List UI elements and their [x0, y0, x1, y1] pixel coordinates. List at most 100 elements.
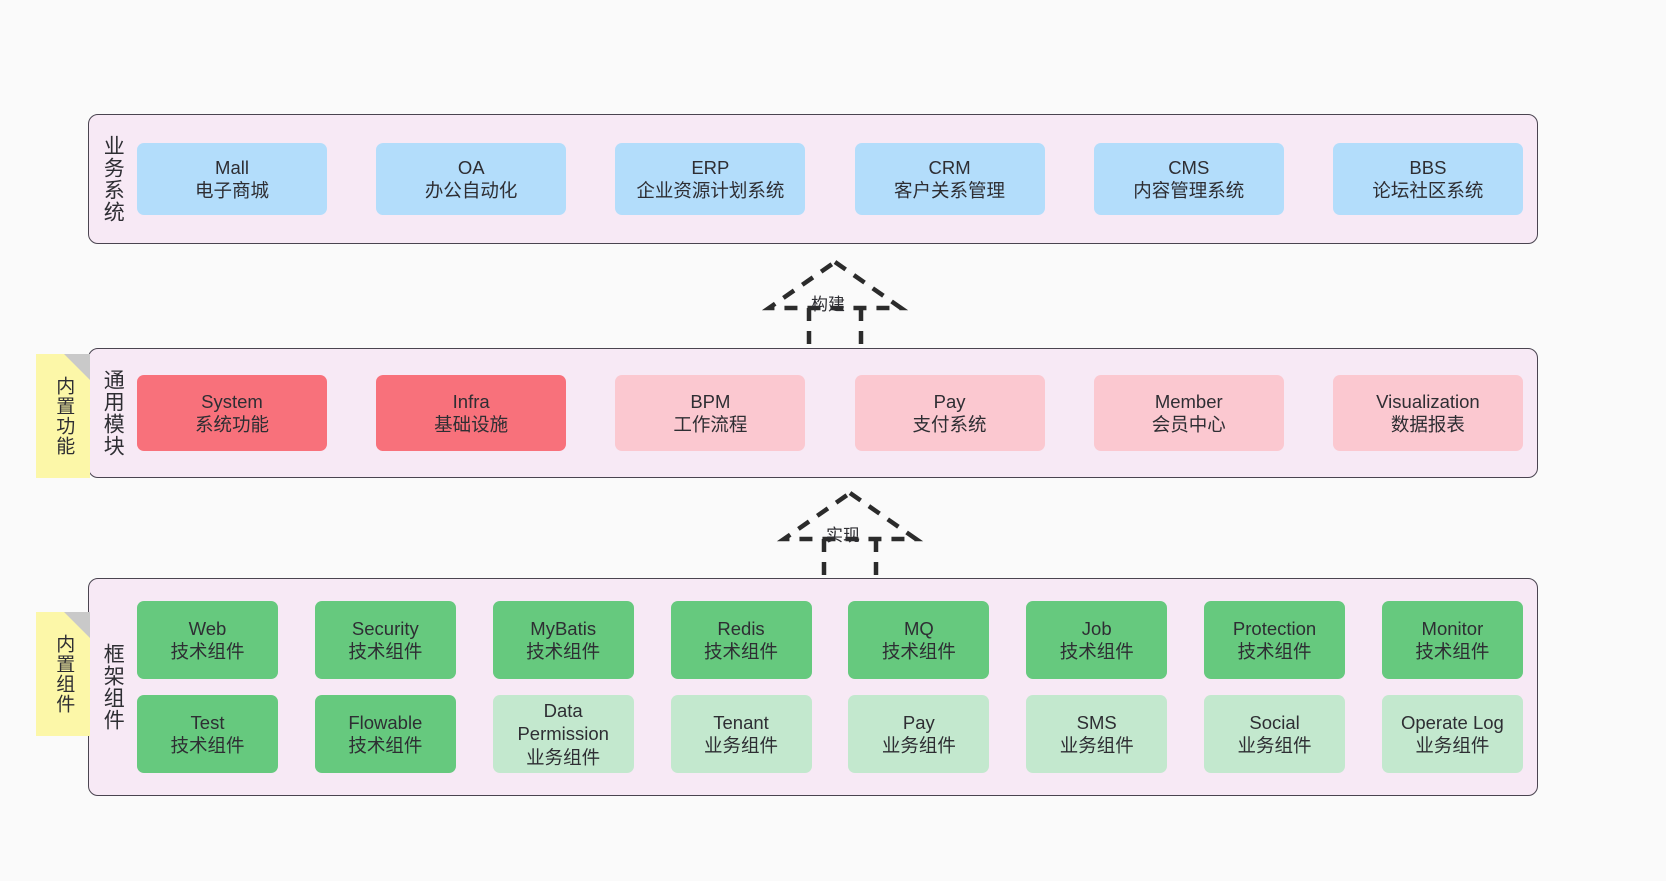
- node-subtitle: 技术组件: [1415, 641, 1490, 662]
- node-title: Data Permission: [517, 700, 609, 745]
- node-flowable[interactable]: Flowable 技术组件: [314, 695, 456, 773]
- node-tenant[interactable]: Tenant 业务组件: [670, 695, 812, 773]
- node-subtitle: 工作流程: [673, 414, 748, 435]
- node-subtitle: 系统功能: [194, 414, 269, 435]
- node-social[interactable]: Social 业务组件: [1204, 695, 1346, 773]
- node-operate-log[interactable]: Operate Log 业务组件: [1381, 695, 1523, 773]
- node-subtitle: 电子商城: [194, 180, 269, 201]
- node-title: BPM: [690, 390, 731, 412]
- node-system[interactable]: System 系统功能: [137, 375, 327, 451]
- layer-business-system[interactable]: 业务系统 Mall 电子商城 OA 办公自动化 ERP 企业资源计划系统 CRM: [88, 114, 1538, 244]
- node-title: Web: [188, 617, 227, 639]
- node-subtitle: 技术组件: [170, 641, 245, 662]
- node-title: Pay: [933, 390, 966, 412]
- node-title: Social: [1249, 711, 1300, 733]
- node-mq[interactable]: MQ 技术组件: [848, 601, 990, 679]
- node-cms[interactable]: CMS 内容管理系统: [1093, 143, 1284, 215]
- node-title: Flowable: [348, 711, 423, 733]
- node-mybatis[interactable]: MyBatis 技术组件: [492, 601, 634, 679]
- node-title: Mall: [215, 156, 249, 178]
- node-subtitle: 支付系统: [912, 414, 987, 435]
- node-subtitle: 技术组件: [1237, 641, 1312, 662]
- node-subtitle: 技术组件: [881, 641, 956, 662]
- node-subtitle: 业务组件: [1415, 735, 1490, 756]
- connector-build: 构建: [755, 258, 915, 354]
- node-subtitle: 技术组件: [526, 641, 601, 662]
- node-monitor[interactable]: Monitor 技术组件: [1381, 601, 1523, 679]
- node-subtitle: 技术组件: [348, 641, 423, 662]
- node-title: ERP: [691, 156, 730, 178]
- node-sms[interactable]: SMS 业务组件: [1026, 695, 1168, 773]
- node-title: Visualization: [1376, 390, 1480, 412]
- node-row: Web 技术组件 Security 技术组件 MyBatis 技术组件 Redi…: [137, 601, 1523, 679]
- page-fold-icon: [64, 354, 90, 380]
- connector-implement: 实现: [770, 489, 930, 585]
- layer-label-common-module: 通用模块: [101, 369, 125, 457]
- node-data-permission[interactable]: Data Permission 业务组件: [492, 695, 634, 773]
- node-title: MQ: [903, 617, 934, 639]
- node-subtitle: 基础设施: [434, 414, 509, 435]
- node-web[interactable]: Web 技术组件: [137, 601, 278, 679]
- node-redis[interactable]: Redis 技术组件: [670, 601, 812, 679]
- layer-body-framework-component: Web 技术组件 Security 技术组件 MyBatis 技术组件 Redi…: [135, 579, 1537, 795]
- node-mall[interactable]: Mall 电子商城: [137, 143, 327, 215]
- layer-framework-component[interactable]: 框架组件 Web 技术组件 Security 技术组件 MyBatis 技术组件…: [88, 578, 1538, 796]
- sticky-note-label: 内置功能: [53, 376, 75, 456]
- node-subtitle: 业务组件: [1059, 735, 1134, 756]
- node-row: Mall 电子商城 OA 办公自动化 ERP 企业资源计划系统 CRM 客户关系…: [137, 143, 1523, 215]
- node-infra[interactable]: Infra 基础设施: [376, 375, 567, 451]
- connector-build-label: 构建: [811, 295, 845, 314]
- node-member[interactable]: Member 会员中心: [1093, 375, 1284, 451]
- node-row: Test 技术组件 Flowable 技术组件 Data Permission …: [137, 695, 1523, 773]
- node-title: Pay: [902, 711, 935, 733]
- node-bpm[interactable]: BPM 工作流程: [615, 375, 806, 451]
- layer-common-module[interactable]: 通用模块 System 系统功能 Infra 基础设施 BPM 工作流程 Pay: [88, 348, 1538, 478]
- node-subtitle: 数据报表: [1390, 414, 1465, 435]
- node-bbs[interactable]: BBS 论坛社区系统: [1332, 143, 1523, 215]
- node-visualization[interactable]: Visualization 数据报表: [1332, 375, 1523, 451]
- node-crm[interactable]: CRM 客户关系管理: [854, 143, 1045, 215]
- node-title: SMS: [1076, 711, 1117, 733]
- node-title: CRM: [928, 156, 971, 178]
- node-pay-module[interactable]: Pay 支付系统: [854, 375, 1045, 451]
- node-title: System: [201, 390, 263, 412]
- node-job[interactable]: Job 技术组件: [1026, 601, 1168, 679]
- node-title: Job: [1081, 617, 1112, 639]
- node-title: Protection: [1232, 617, 1317, 639]
- node-security[interactable]: Security 技术组件: [314, 601, 456, 679]
- node-subtitle: 企业资源计划系统: [636, 180, 785, 201]
- node-title: Security: [351, 617, 419, 639]
- node-row: System 系统功能 Infra 基础设施 BPM 工作流程 Pay 支付系统…: [137, 375, 1523, 451]
- node-title: Infra: [452, 390, 490, 412]
- node-subtitle: 会员中心: [1151, 414, 1226, 435]
- node-subtitle: 技术组件: [704, 641, 779, 662]
- node-pay-component[interactable]: Pay 业务组件: [848, 695, 990, 773]
- node-erp[interactable]: ERP 企业资源计划系统: [615, 143, 806, 215]
- node-title: Monitor: [1421, 617, 1484, 639]
- sticky-note-label: 内置组件: [53, 634, 75, 714]
- node-subtitle: 论坛社区系统: [1372, 180, 1484, 201]
- node-subtitle: 技术组件: [348, 735, 423, 756]
- node-title: MyBatis: [530, 617, 597, 639]
- sticky-note-builtin-function[interactable]: 内置功能: [36, 354, 90, 478]
- node-test[interactable]: Test 技术组件: [137, 695, 278, 773]
- layer-body-business-system: Mall 电子商城 OA 办公自动化 ERP 企业资源计划系统 CRM 客户关系…: [135, 115, 1537, 243]
- node-protection[interactable]: Protection 技术组件: [1204, 601, 1346, 679]
- node-title: Operate Log: [1400, 711, 1504, 733]
- node-subtitle: 技术组件: [1059, 641, 1134, 662]
- connector-implement-label: 实现: [826, 526, 860, 545]
- node-title: Member: [1154, 390, 1223, 412]
- node-subtitle: 技术组件: [170, 735, 245, 756]
- node-subtitle: 业务组件: [1237, 735, 1312, 756]
- layer-label-framework-component: 框架组件: [101, 643, 125, 731]
- node-title: Tenant: [713, 711, 769, 733]
- node-title: OA: [457, 156, 485, 178]
- node-title: BBS: [1409, 156, 1447, 178]
- sticky-note-builtin-component[interactable]: 内置组件: [36, 612, 90, 736]
- layer-body-common-module: System 系统功能 Infra 基础设施 BPM 工作流程 Pay 支付系统…: [135, 349, 1537, 477]
- node-subtitle: 业务组件: [704, 735, 779, 756]
- node-oa[interactable]: OA 办公自动化: [376, 143, 567, 215]
- node-title: Test: [190, 711, 225, 733]
- node-subtitle: 内容管理系统: [1133, 180, 1245, 201]
